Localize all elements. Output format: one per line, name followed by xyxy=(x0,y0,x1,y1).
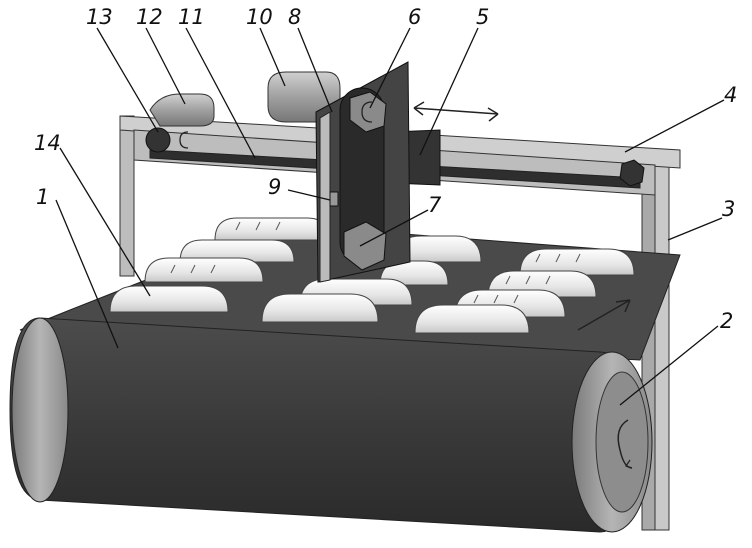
beam-pulley-right xyxy=(619,159,645,187)
callout-labels: 13 12 11 10 8 6 5 4 14 1 9 7 3 2 xyxy=(34,5,737,333)
callout-1: 1 xyxy=(36,185,49,209)
front-roller xyxy=(9,317,653,533)
callout-11: 11 xyxy=(178,5,205,29)
callout-14: 14 xyxy=(34,131,61,155)
callout-3: 3 xyxy=(722,197,735,221)
callout-9: 9 xyxy=(268,175,281,199)
reciprocating-arrow xyxy=(413,101,499,122)
callout-6: 6 xyxy=(408,5,421,29)
callout-7: 7 xyxy=(428,193,442,217)
belt-direction-arrow xyxy=(577,299,631,331)
blade-assembly xyxy=(315,61,411,283)
product-loaves xyxy=(109,217,635,334)
callout-12: 12 xyxy=(136,5,163,29)
motor-left xyxy=(145,93,215,153)
callout-13: 13 xyxy=(86,5,113,29)
slice-marks xyxy=(170,221,581,304)
callout-8: 8 xyxy=(288,5,301,29)
callout-10: 10 xyxy=(246,5,273,29)
callout-5: 5 xyxy=(476,5,489,29)
callout-2: 2 xyxy=(720,309,733,333)
callout-4: 4 xyxy=(724,83,737,107)
leader-lines xyxy=(55,27,725,406)
